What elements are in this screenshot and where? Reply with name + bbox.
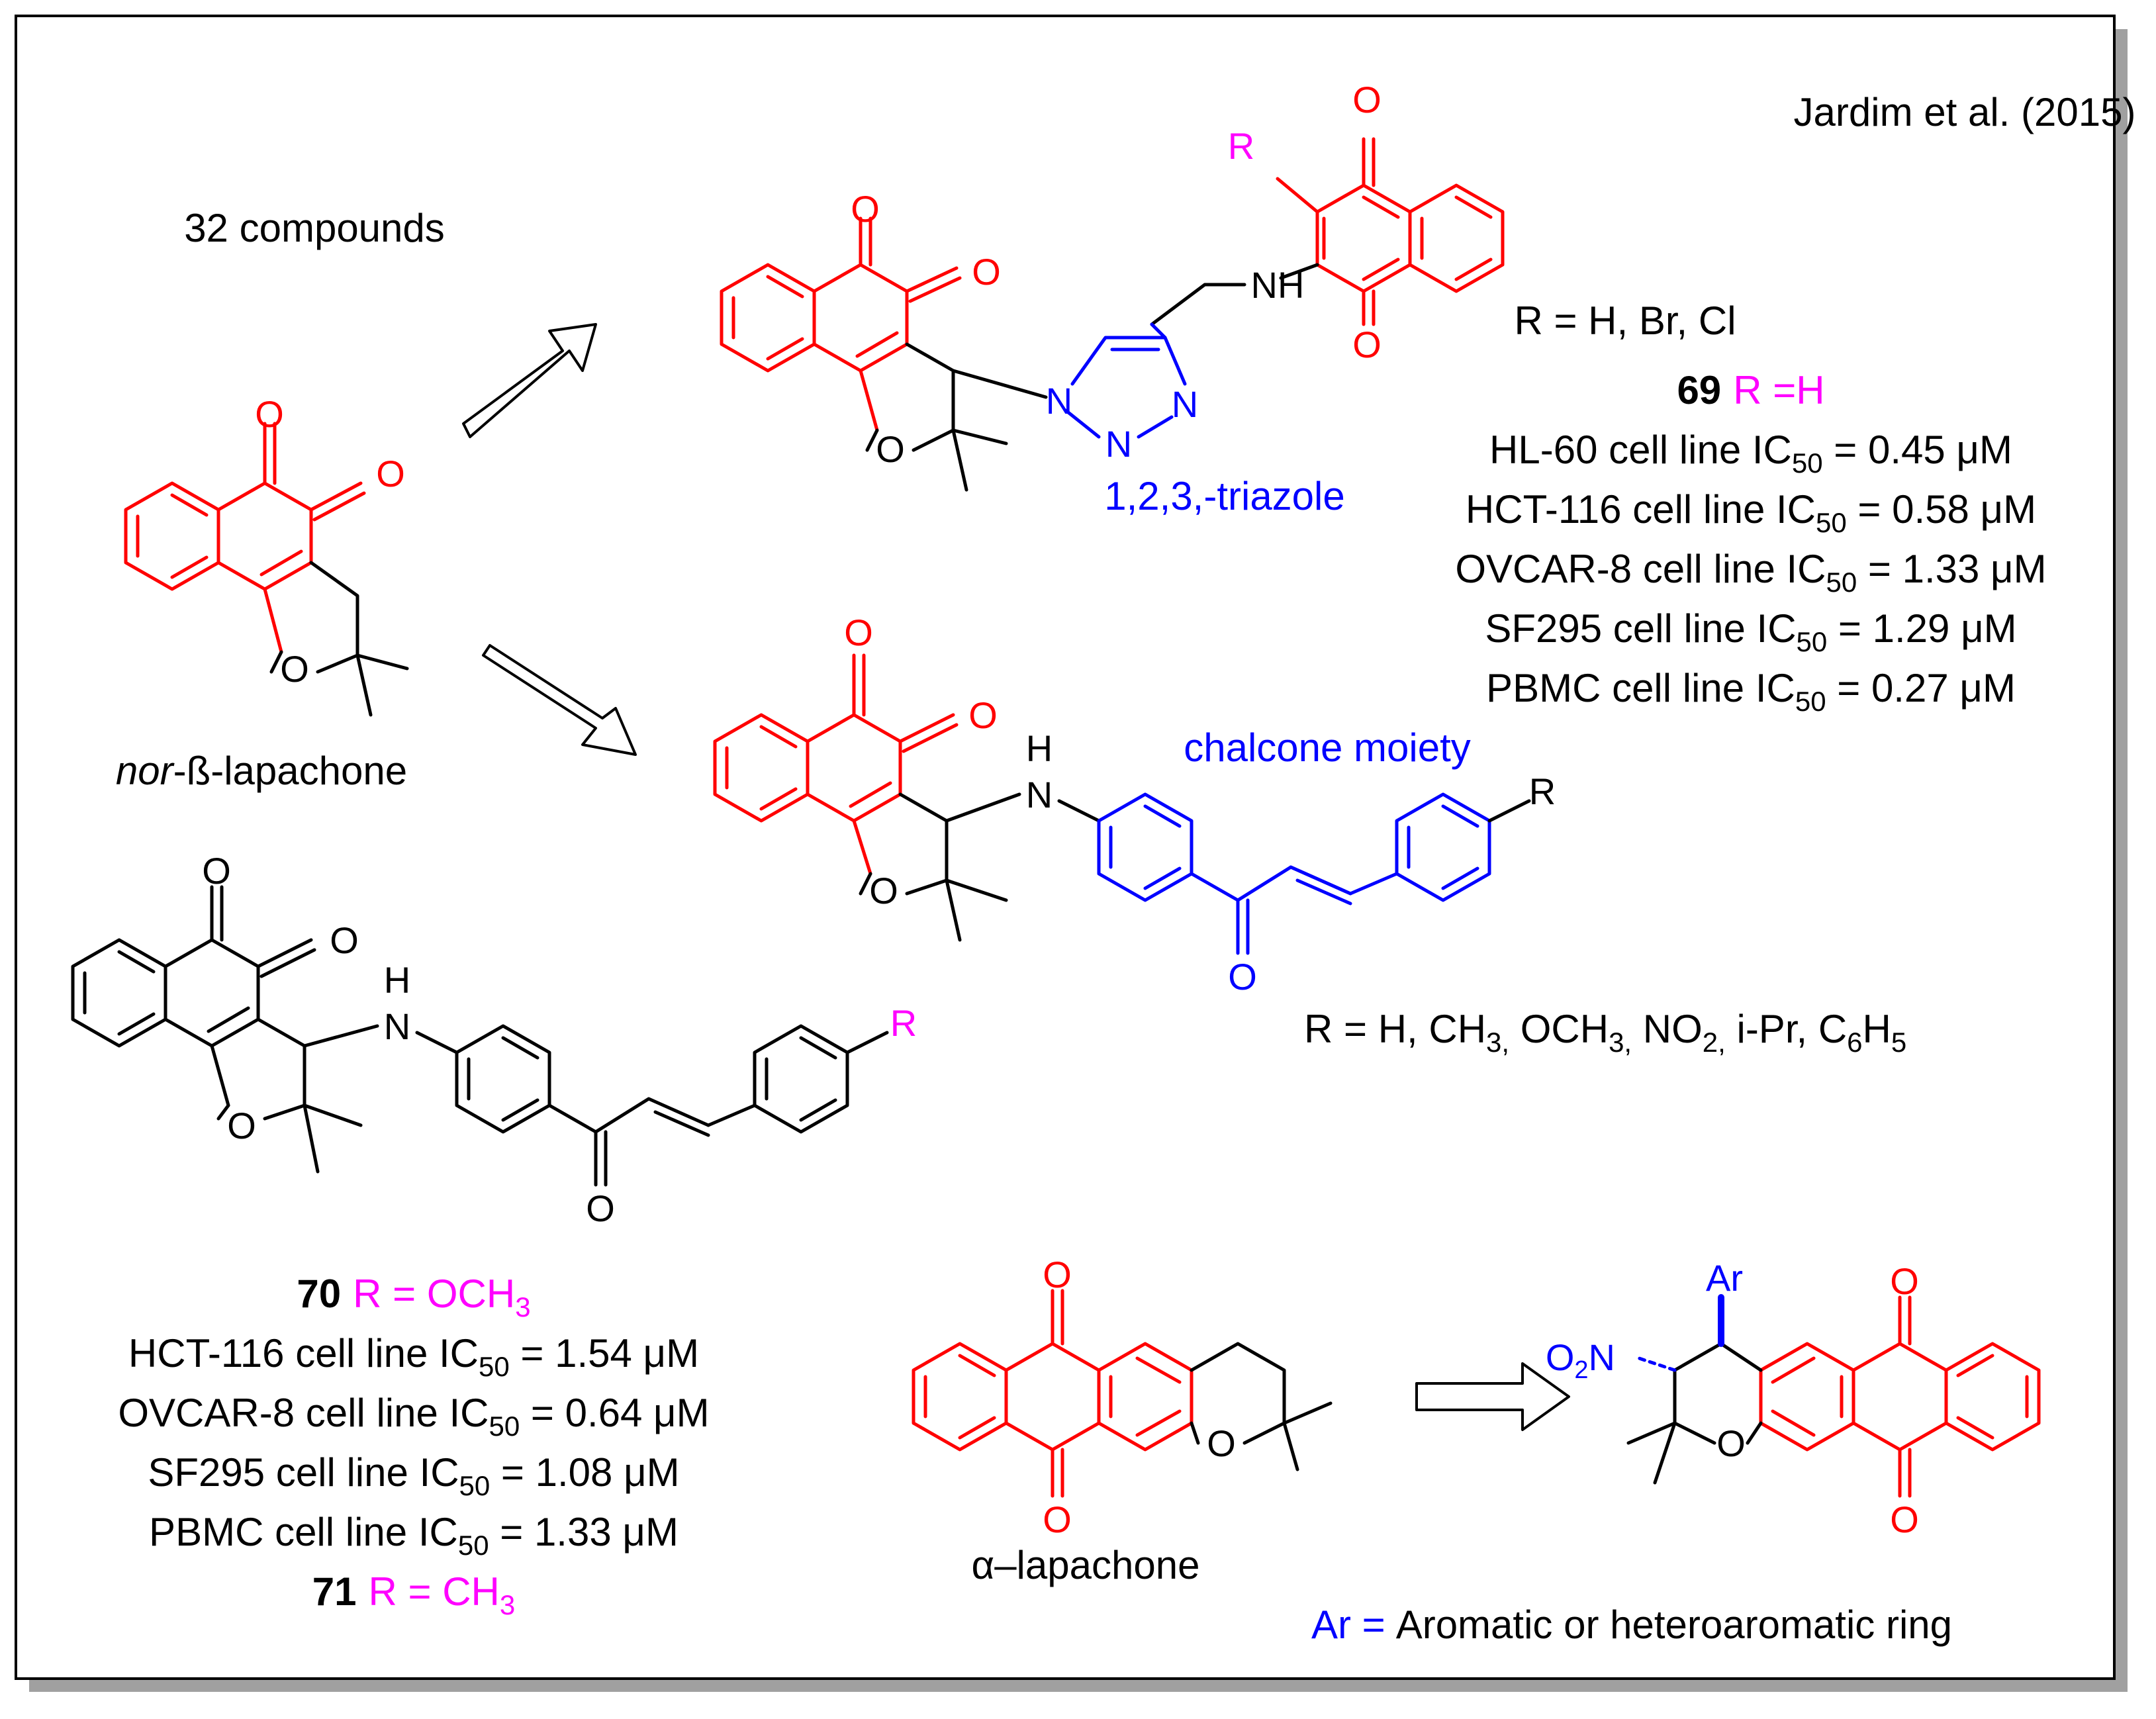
frame-border — [15, 15, 2116, 1680]
alpha-lapachone-structure — [912, 1289, 1333, 1498]
chalcone-hybrid-structure — [713, 653, 1531, 955]
atom-nh: NH — [1251, 264, 1305, 306]
compound-70-71-structure — [71, 885, 889, 1187]
atom-o: O — [968, 694, 998, 736]
r-group-label: R — [1529, 770, 1556, 812]
atom-o: O — [280, 648, 309, 690]
r-groups-triazole: R = H, Br, Cl — [1514, 299, 1736, 343]
atom-o: O — [202, 850, 231, 892]
arrow-to-triazole — [462, 323, 597, 438]
nitro-product-structure — [1626, 1294, 2041, 1498]
arrow-to-chalcone — [482, 644, 637, 756]
aryl-group-label: Ar — [1706, 1257, 1743, 1299]
atom-o: O — [1043, 1499, 1072, 1540]
r-group-label: R — [890, 1002, 917, 1044]
compound-69-ic50-row: HL-60 cell line IC50 = 0.45 μM — [1489, 428, 2012, 479]
compound-70-ic50-row: OVCAR-8 cell line IC50 = 0.64 μM — [118, 1391, 709, 1442]
atom-o: O — [1352, 79, 1382, 120]
atom-o: O — [1890, 1499, 1919, 1540]
r-groups-chalcone: R = H, CH3, OCH3, NO2, i-Pr, C6H5 — [1304, 1007, 1906, 1058]
chalcone-label: chalcone moiety — [1184, 725, 1471, 770]
atom-h: H — [384, 959, 410, 1001]
triazole-hybrid-structure — [720, 137, 1505, 492]
citation: Jardim et al. (2015) — [1794, 90, 2136, 134]
atom-o: O — [586, 1187, 615, 1229]
arrow-to-nitro — [1415, 1362, 1570, 1431]
atom-o: O — [376, 453, 405, 494]
atom-o: O — [972, 251, 1001, 293]
compound-70-ic50-row: SF295 cell line IC50 = 1.08 μM — [148, 1450, 679, 1501]
atom-o: O — [869, 870, 898, 911]
r-group-label: R — [1228, 125, 1254, 167]
atom-o: O — [1207, 1422, 1236, 1464]
atom-o: O — [1352, 324, 1382, 365]
compound-69-ic50-row: SF295 cell line IC50 = 1.29 μM — [1485, 606, 2016, 657]
nitro-group-label: O2N — [1546, 1336, 1615, 1384]
atom-o: O — [227, 1105, 256, 1146]
compound-69-ic50-row: PBMC cell line IC50 = 0.27 μM — [1486, 666, 2016, 717]
atom-n: N — [1046, 380, 1072, 422]
compound-70-ic50-row: PBMC cell line IC50 = 1.33 μM — [149, 1510, 679, 1561]
compound-69-ic50-row: HCT-116 cell line IC50 = 0.58 μM — [1466, 487, 2036, 538]
atom-n: N — [1105, 423, 1132, 465]
atom-h: H — [1026, 727, 1053, 769]
ar-definition: Ar =Aromatic or heteroaromatic ring — [1311, 1603, 1952, 1647]
nor-beta-lapachone-structure — [124, 422, 409, 717]
atom-o: O — [1228, 956, 1257, 998]
atom-n: N — [1026, 774, 1053, 815]
atom-o: O — [844, 612, 873, 653]
nor-beta-lapachone-label: nor-ß-lapachone — [116, 749, 407, 793]
atom-o: O — [255, 393, 284, 435]
atom-o: O — [1716, 1422, 1746, 1464]
atom-o: O — [1890, 1260, 1919, 1302]
atom-n: N — [384, 1005, 410, 1047]
atom-o: O — [330, 919, 359, 961]
atom-n: N — [1172, 383, 1198, 425]
atom-o: O — [851, 188, 880, 230]
compound-69-ic50-row: OVCAR-8 cell line IC50 = 1.33 μM — [1455, 547, 2046, 598]
atom-o: O — [876, 428, 905, 470]
compound-70-ic50-row: HCT-116 cell line IC50 = 1.54 μM — [128, 1331, 699, 1382]
alpha-lapachone-label: α–lapachone — [972, 1543, 1200, 1587]
triazole-label: 1,2,3,-triazole — [1104, 474, 1345, 518]
atom-o: O — [1043, 1254, 1072, 1295]
compound-count: 32 compounds — [184, 206, 445, 250]
